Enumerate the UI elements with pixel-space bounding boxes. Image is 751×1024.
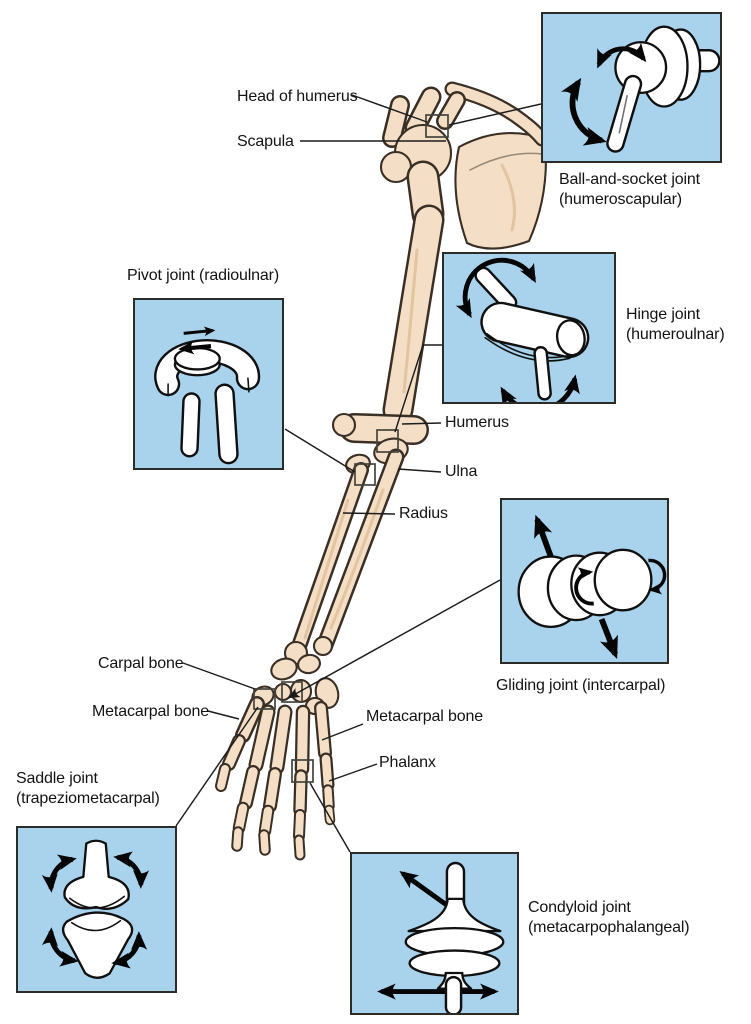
leader-gliding-panel bbox=[287, 579, 501, 699]
leader-lines bbox=[175, 94, 542, 853]
ball-and-socket-illustration bbox=[561, 25, 720, 153]
leader-saddle-panel bbox=[175, 706, 259, 827]
label-humerus: Humerus bbox=[445, 414, 509, 431]
label-phalanx: Phalanx bbox=[379, 754, 436, 771]
caption-condyloid-sub: (metacarpophalangeal) bbox=[528, 919, 690, 936]
caption-pivot: Pivot joint (radioulnar) bbox=[127, 267, 280, 284]
leader-humerus bbox=[401, 422, 442, 425]
leader-hinge-panel bbox=[394, 344, 442, 433]
label-radius: Radius bbox=[399, 505, 448, 522]
caption-hinge-sub: (humeroulnar) bbox=[626, 326, 725, 343]
leader-condyloid-panel bbox=[309, 782, 351, 853]
leader-pivot-panel bbox=[284, 428, 356, 473]
caption-saddle-name: Saddle joint bbox=[16, 770, 98, 787]
leader-ulna bbox=[397, 468, 442, 473]
caption-hinge-name: Hinge joint bbox=[626, 306, 700, 323]
saddle-illustration bbox=[41, 839, 150, 979]
panel-saddle bbox=[16, 826, 177, 993]
caption-saddle: Saddle joint (trapeziometacarpal) bbox=[16, 769, 160, 809]
panel-gliding bbox=[500, 498, 669, 664]
caption-condyloid-name: Condyloid joint bbox=[528, 899, 631, 916]
caption-ball-and-socket-name: Ball-and-socket joint bbox=[559, 171, 700, 188]
caption-gliding: Gliding joint (intercarpal) bbox=[496, 677, 666, 694]
leader-phalanx bbox=[328, 763, 378, 782]
condyloid-illustration bbox=[377, 861, 505, 1013]
joint-markers bbox=[253, 114, 449, 783]
leader-radius bbox=[342, 512, 396, 515]
gliding-illustration bbox=[517, 514, 667, 659]
leader-head-of-humerus bbox=[351, 94, 428, 123]
label-metacarpal-bone-right: Metacarpal bone bbox=[366, 708, 483, 725]
marker-radioulnar bbox=[354, 463, 376, 486]
caption-ball-and-socket-sub: (humeroscapular) bbox=[559, 191, 682, 208]
panel-hinge bbox=[442, 252, 616, 404]
marker-humeroulnar bbox=[376, 429, 399, 453]
caption-condyloid: Condyloid joint (metacarpophalangeal) bbox=[528, 898, 690, 938]
label-carpal-bone: Carpal bone bbox=[98, 655, 184, 672]
panel-ball-and-socket bbox=[541, 12, 722, 163]
marker-trapeziometacarpal bbox=[253, 688, 276, 710]
caption-saddle-sub: (trapeziometacarpal) bbox=[16, 790, 160, 807]
caption-ball-and-socket: Ball-and-socket joint (humeroscapular) bbox=[559, 170, 700, 210]
marker-metacarpophalangeal bbox=[291, 759, 314, 783]
label-ulna: Ulna bbox=[445, 463, 478, 480]
pivot-illustration bbox=[154, 326, 261, 465]
arm-skeleton bbox=[215, 81, 550, 861]
panel-condyloid bbox=[350, 852, 519, 1015]
label-metacarpal-bone-left: Metacarpal bone bbox=[92, 703, 209, 720]
leader-metacarpal-right bbox=[321, 723, 364, 741]
label-scapula: Scapula bbox=[237, 133, 294, 150]
marker-intercarpal bbox=[281, 681, 303, 703]
leader-metacarpal-left bbox=[207, 710, 240, 720]
leader-carpal bbox=[182, 662, 256, 690]
marker-humeroscapular bbox=[425, 114, 449, 138]
label-head-of-humerus: Head of humerus bbox=[237, 88, 358, 105]
leader-ball-panel bbox=[448, 103, 542, 126]
hinge-illustration bbox=[455, 257, 590, 402]
panel-pivot bbox=[133, 298, 284, 470]
caption-hinge: Hinge joint (humeroulnar) bbox=[626, 305, 725, 345]
